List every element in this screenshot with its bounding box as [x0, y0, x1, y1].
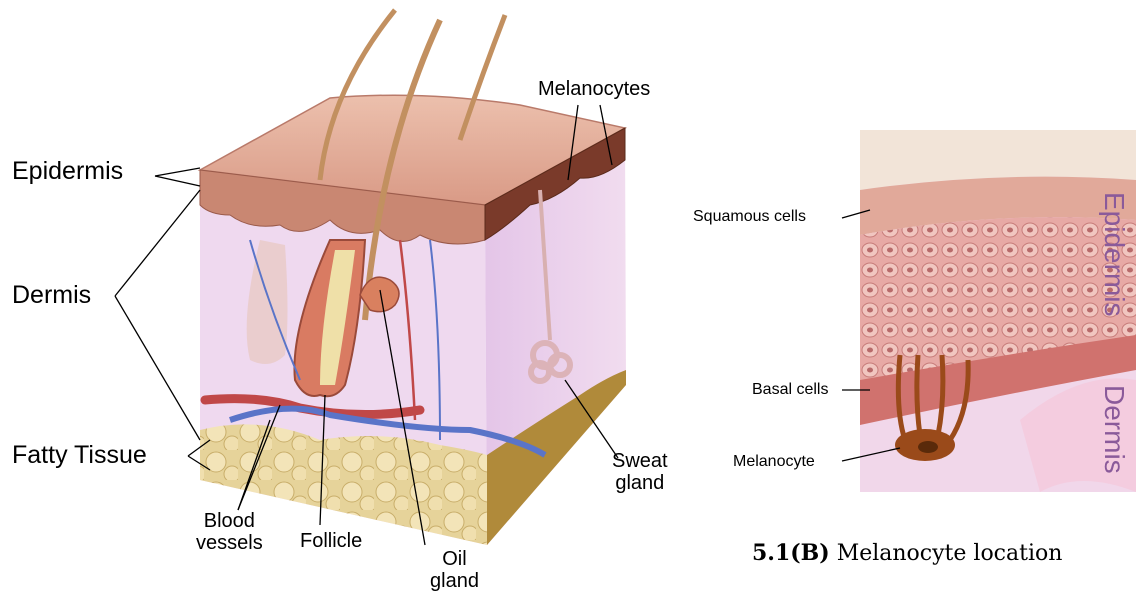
label-fatty-tissue: Fatty Tissue — [12, 442, 147, 470]
label-basal-cells: Basal cells — [752, 381, 828, 399]
melanocyte-panel — [860, 130, 1136, 492]
caption-number: 5.1(B) — [752, 540, 830, 566]
label-epidermis: Epidermis — [12, 158, 123, 186]
label-oil-gland: Oil gland — [430, 548, 479, 592]
label-squamous-cells: Squamous cells — [693, 208, 806, 226]
label-melanocytes: Melanocytes — [538, 78, 650, 100]
label-sweat-gland: Sweat gland — [612, 450, 668, 494]
caption-text: Melanocyte location — [837, 541, 1063, 566]
label-dermis: Dermis — [12, 282, 91, 310]
label-follicle: Follicle — [300, 530, 362, 552]
label-dermis-vertical: Dermis — [1098, 385, 1130, 474]
label-melanocyte: Melanocyte — [733, 453, 815, 471]
label-blood-vessels: Blood vessels — [196, 510, 263, 554]
label-epidermis-vertical: Epidermis — [1098, 192, 1130, 316]
figure-caption: 5.1(B) Melanocyte location — [752, 540, 1062, 566]
